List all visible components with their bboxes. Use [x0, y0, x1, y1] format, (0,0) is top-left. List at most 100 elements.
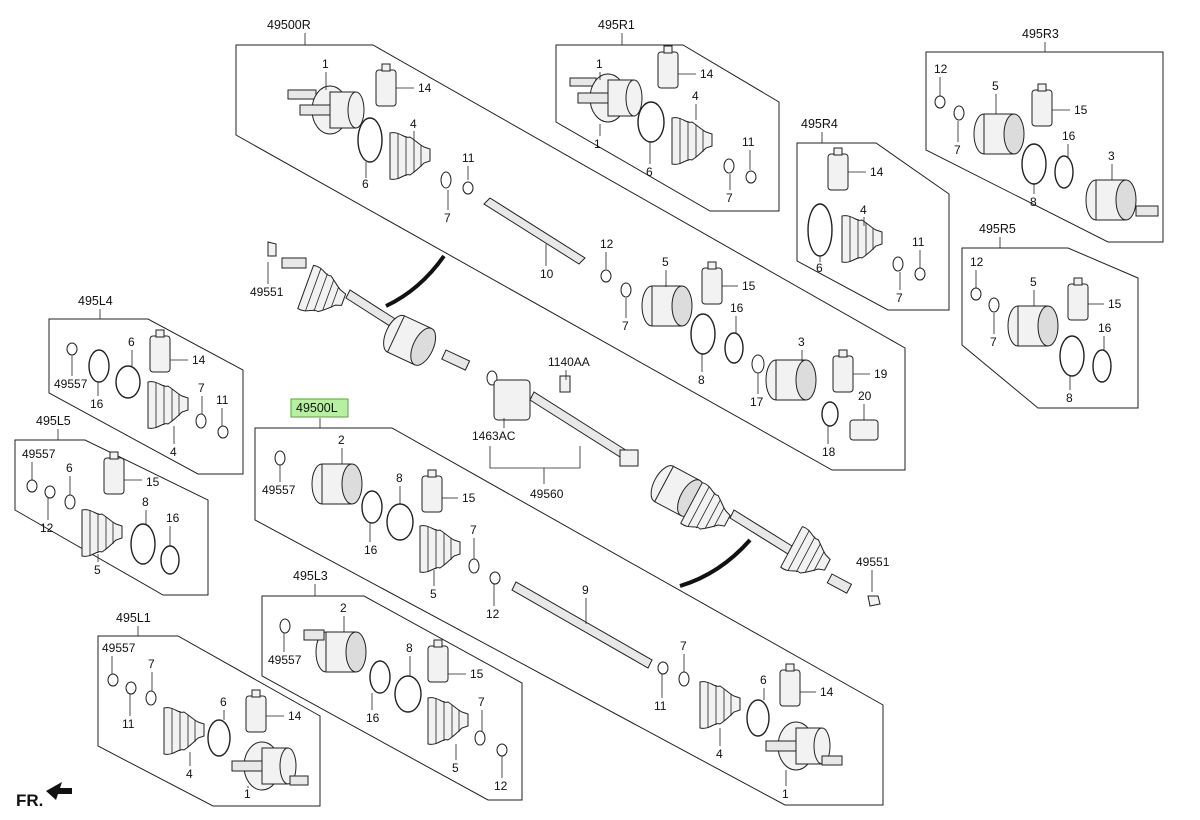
part-label-7[interactable]: 7 [680, 639, 687, 653]
part-label-15[interactable]: 15 [1108, 297, 1122, 311]
part-label-19[interactable]: 19 [874, 367, 888, 381]
part-label-1140AA[interactable]: 1140AA [548, 355, 590, 369]
part-label-11[interactable]: 11 [912, 235, 925, 249]
part-label-15[interactable]: 15 [1074, 103, 1088, 117]
part-label-7[interactable]: 7 [954, 143, 961, 157]
part-label-1[interactable]: 1 [782, 787, 789, 801]
part-label-6[interactable]: 6 [66, 461, 73, 475]
part-label-7[interactable]: 7 [990, 335, 997, 349]
part-label-11[interactable]: 11 [462, 151, 475, 165]
part-label-5[interactable]: 5 [452, 761, 459, 775]
part-label-49551[interactable]: 49551 [250, 285, 284, 299]
part-label-1[interactable]: 1 [322, 57, 329, 71]
part-label-17[interactable]: 17 [750, 395, 764, 409]
part-label-11[interactable]: 11 [122, 717, 135, 731]
part-label-6[interactable]: 6 [816, 261, 823, 275]
part-label-49560[interactable]: 49560 [530, 487, 564, 501]
part-label-7[interactable]: 7 [444, 211, 451, 225]
part-label-15[interactable]: 15 [146, 475, 160, 489]
part-label-14[interactable]: 14 [700, 67, 714, 81]
part-label-16[interactable]: 16 [1062, 129, 1076, 143]
part-label-12[interactable]: 12 [494, 779, 508, 793]
part-label-16[interactable]: 16 [730, 301, 744, 315]
part-label-1463AC[interactable]: 1463AC [472, 429, 516, 443]
part-label-18[interactable]: 18 [822, 445, 836, 459]
part-label-7[interactable]: 7 [622, 319, 629, 333]
part-label-12[interactable]: 12 [970, 255, 984, 269]
part-label-8[interactable]: 8 [142, 495, 149, 509]
part-label-2[interactable]: 2 [340, 601, 347, 615]
part-label-15[interactable]: 15 [742, 279, 756, 293]
part-label-7[interactable]: 7 [148, 657, 155, 671]
part-label-1[interactable]: 1 [596, 57, 603, 71]
part-label-2[interactable]: 2 [338, 433, 345, 447]
part-label-4[interactable]: 4 [186, 767, 193, 781]
part-label-11[interactable]: 11 [654, 699, 667, 713]
part-label-14[interactable]: 14 [192, 353, 206, 367]
part-label-8[interactable]: 8 [396, 471, 403, 485]
part-label-16[interactable]: 16 [364, 543, 378, 557]
part-label-1[interactable]: 1 [244, 787, 251, 801]
part-label-14[interactable]: 14 [820, 685, 834, 699]
part-label-49557[interactable]: 49557 [262, 483, 296, 497]
part-label-6[interactable]: 6 [646, 165, 653, 179]
part-label-16[interactable]: 16 [366, 711, 380, 725]
part-label-16[interactable]: 16 [90, 397, 104, 411]
part-label-6[interactable]: 6 [220, 695, 227, 709]
group-label-495R1[interactable]: 495R1 [598, 18, 635, 32]
part-label-9[interactable]: 9 [582, 583, 589, 597]
group-label-495L3[interactable]: 495L3 [293, 569, 328, 583]
part-label-4[interactable]: 4 [170, 445, 177, 459]
part-label-4[interactable]: 4 [692, 89, 699, 103]
part-label-8[interactable]: 8 [1030, 195, 1037, 209]
part-label-14[interactable]: 14 [870, 165, 884, 179]
part-label-16[interactable]: 16 [166, 511, 180, 525]
part-label-6[interactable]: 6 [760, 673, 767, 687]
part-label-7[interactable]: 7 [478, 695, 485, 709]
part-label-5[interactable]: 5 [992, 79, 999, 93]
part-label-12[interactable]: 12 [486, 607, 500, 621]
part-label-20[interactable]: 20 [858, 389, 872, 403]
part-label-8[interactable]: 8 [698, 373, 705, 387]
part-label-5[interactable]: 5 [662, 255, 669, 269]
part-label-5[interactable]: 5 [1030, 275, 1037, 289]
part-label-15[interactable]: 15 [470, 667, 484, 681]
group-label-495R3[interactable]: 495R3 [1022, 27, 1059, 41]
group-label-495L1[interactable]: 495L1 [116, 611, 151, 625]
part-label-8[interactable]: 8 [406, 641, 413, 655]
part-label-7[interactable]: 7 [726, 191, 733, 205]
part-label-7[interactable]: 7 [470, 523, 477, 537]
group-label-49500R[interactable]: 49500R [267, 18, 311, 32]
part-label-49557[interactable]: 49557 [102, 641, 136, 655]
part-label-5[interactable]: 5 [430, 587, 437, 601]
group-label-49500L[interactable]: 49500L [296, 401, 338, 415]
part-label-7[interactable]: 7 [896, 291, 903, 305]
part-label-6[interactable]: 6 [128, 335, 135, 349]
part-label-49557[interactable]: 49557 [268, 653, 302, 667]
group-label-495L5[interactable]: 495L5 [36, 414, 71, 428]
group-label-495L4[interactable]: 495L4 [78, 294, 113, 308]
group-label-495R4[interactable]: 495R4 [801, 117, 838, 131]
part-label-12[interactable]: 12 [600, 237, 614, 251]
part-label-4[interactable]: 4 [716, 747, 723, 761]
part-label-4[interactable]: 4 [860, 203, 867, 217]
part-label-49557[interactable]: 49557 [22, 447, 56, 461]
part-label-10[interactable]: 10 [540, 267, 554, 281]
part-label-14[interactable]: 14 [288, 709, 302, 723]
part-label-8[interactable]: 8 [1066, 391, 1073, 405]
part-label-49551[interactable]: 49551 [856, 555, 890, 569]
part-label-14[interactable]: 14 [418, 81, 432, 95]
part-label-6[interactable]: 6 [362, 177, 369, 191]
part-label-5[interactable]: 5 [94, 563, 101, 577]
group-label-495R5[interactable]: 495R5 [979, 222, 1016, 236]
part-label-3[interactable]: 3 [798, 335, 805, 349]
part-label-16[interactable]: 16 [1098, 321, 1112, 335]
part-label-1[interactable]: 1 [594, 137, 601, 151]
part-label-12[interactable]: 12 [934, 62, 948, 76]
part-label-3[interactable]: 3 [1108, 149, 1115, 163]
part-label-49557[interactable]: 49557 [54, 377, 88, 391]
part-label-15[interactable]: 15 [462, 491, 476, 505]
part-label-12[interactable]: 12 [40, 521, 54, 535]
part-label-4[interactable]: 4 [410, 117, 417, 131]
part-label-11[interactable]: 11 [216, 393, 229, 407]
